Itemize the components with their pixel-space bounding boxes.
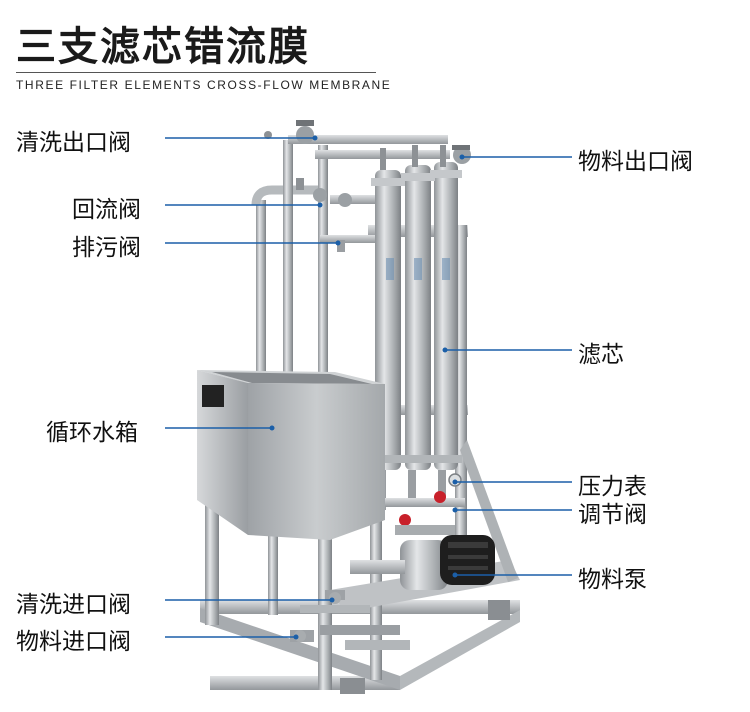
label-regulating-valve: 调节阀 [578,502,647,528]
top-valves [264,120,471,207]
label-reflux-valve: 回流阀 [72,197,141,223]
label-clean-outlet-valve: 清洗出口阀 [16,130,131,156]
label-drain-valve: 排污阀 [72,235,141,261]
label-material-pump: 物料泵 [578,567,647,593]
title-divider [16,72,376,73]
label-material-outlet-valve: 物料出口阀 [578,149,693,175]
valve-handle-icon [399,514,411,526]
page-title: 三支滤芯错流膜 [16,24,310,70]
label-pressure-gauge: 压力表 [578,474,647,500]
control-panel-display [202,385,224,407]
label-filter-element: 滤芯 [578,342,624,368]
label-clean-inlet-valve: 清洗进口阀 [16,592,131,618]
page-subtitle: THREE FILTER ELEMENTS CROSS-FLOW MEMBRAN… [16,78,392,92]
valve-handle-icon-2 [434,491,446,503]
bottom-manifold [378,470,465,535]
label-circulating-tank: 循环水箱 [46,420,138,446]
leader-lines [165,135,572,640]
label-material-inlet-valve: 物料进口阀 [16,629,131,655]
tank [197,370,385,540]
pump [350,535,495,590]
